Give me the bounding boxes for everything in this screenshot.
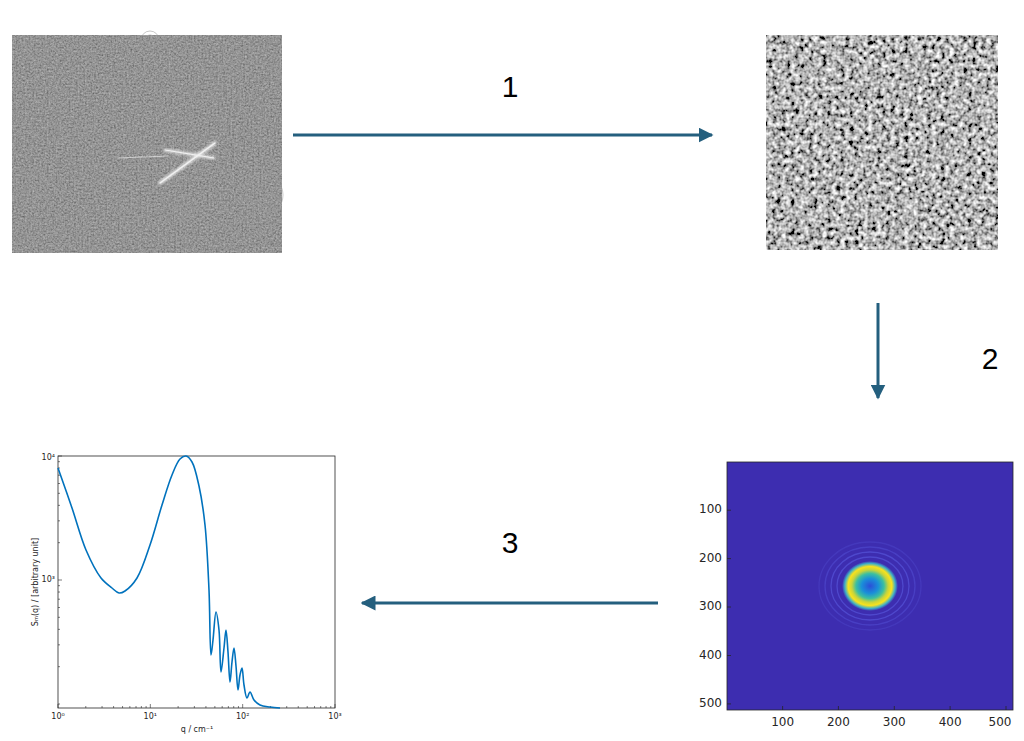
tick-mark [286,706,287,708]
tick-label: 10³ [42,576,55,585]
tick-mark [129,706,130,708]
transform-image [727,462,1013,710]
tick-mark [214,706,215,708]
tick-mark [122,706,123,708]
x-ticks [58,704,335,708]
tick-mark [238,706,239,708]
tick-label: 200 [827,716,850,729]
tick-label: 100 [699,504,722,517]
tick-mark [320,706,321,708]
step-number: 3 [502,526,519,559]
tick-mark [58,542,60,543]
tick-label: 10² [236,713,249,722]
tick-mark [58,629,60,630]
tick-label: 400 [699,649,722,662]
tick-label: 500 [989,716,1012,729]
tick-mark [85,706,86,708]
tick-mark [58,704,60,705]
tick-mark [326,706,327,708]
tick-mark [205,706,206,708]
step-number: 1 [502,70,519,103]
tick-label: 300 [883,716,906,729]
tick-mark [330,706,331,708]
tick-mark [58,580,62,581]
tick-mark [307,706,308,708]
spectrum-curve [58,456,280,708]
speckle-panel [766,35,998,250]
tick-mark [228,706,229,708]
arrow-1 [293,134,712,137]
axis-title: Sₘ(q) / [arbitrary unit] [32,538,41,626]
tick-mark [141,706,142,708]
arrow-2 [877,303,880,398]
tick-mark [58,592,60,593]
tick-mark [298,706,299,708]
tick-label: 100 [771,716,794,729]
tick-mark [233,706,234,708]
tick-mark [58,483,60,484]
tick-mark [102,706,103,708]
tick-mark [58,461,60,462]
photo-panel [12,31,283,253]
tick-mark [222,706,223,708]
tick-mark [58,644,60,645]
step-number: 2 [982,342,999,375]
tick-mark [58,599,60,600]
flow-arrows [293,135,878,603]
tick-mark [58,505,60,506]
tick-label: 500 [699,697,722,710]
tick-label: 300 [699,600,722,613]
tick-mark [58,493,60,494]
tick-label: 10¹ [144,713,157,722]
tick-label: 10³ [328,713,341,722]
tick-mark [146,706,147,708]
tick-mark [58,520,60,521]
tick-mark [335,704,336,708]
y-ticks [58,456,62,704]
tick-label: 200 [699,552,722,565]
log-plot [58,456,335,708]
tick-mark [136,706,137,708]
tick-mark [58,585,60,586]
tick-mark [194,706,195,708]
tick-mark [150,704,151,708]
tick-label: 10⁴ [42,454,55,463]
axis-title: q / cm⁻¹ [181,726,213,735]
tick-label: 10⁰ [51,713,64,722]
tick-mark [58,607,60,608]
tick-mark [113,706,114,708]
arrow-3 [362,602,658,605]
tick-mark [58,704,59,708]
tick-mark [242,704,243,708]
tick-mark [58,456,62,457]
tick-label: 400 [939,716,962,729]
tick-mark [58,666,60,667]
tick-mark [178,706,179,708]
tick-mark [314,706,315,708]
tick-mark [58,617,60,618]
